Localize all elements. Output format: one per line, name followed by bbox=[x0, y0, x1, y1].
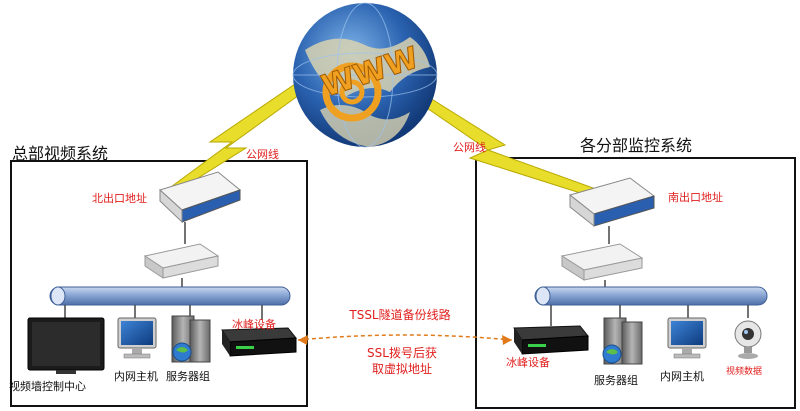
branch-title: 各分部监控系统 bbox=[580, 136, 693, 155]
branch-bingfeng-device-icon bbox=[513, 325, 589, 355]
video-data-label: 视频数据 bbox=[726, 367, 763, 377]
tssl-tunnel-link bbox=[297, 334, 513, 345]
www-globe-icon bbox=[292, 2, 438, 148]
hq-link-label: 公网线 bbox=[246, 148, 279, 161]
branch-server-group-icon bbox=[602, 317, 643, 365]
hq-intranet-host-label: 内网主机 bbox=[114, 370, 158, 383]
branch-link-label: 公网线 bbox=[453, 141, 486, 154]
branch-router-label: 南出口地址 bbox=[668, 191, 723, 204]
branch-network-bus bbox=[534, 286, 768, 306]
branch-intranet-host-icon bbox=[667, 317, 707, 359]
hq-bingfeng-label: 冰峰设备 bbox=[232, 318, 276, 331]
left-lightning-icon bbox=[159, 81, 307, 199]
hq-router-icon bbox=[159, 171, 242, 224]
www-text-graphic: WWW bbox=[317, 40, 423, 100]
hq-server-group-label: 服务器组 bbox=[166, 370, 210, 383]
branch-switch-icon bbox=[560, 243, 644, 281]
video-wall-label: 视频墙控制中心 bbox=[9, 380, 86, 393]
tunnel-label-line1: TSSL隧道备份线路 bbox=[349, 308, 451, 322]
tunnel-label-line2: SSL拨号后获 bbox=[367, 346, 437, 360]
video-wall-icon bbox=[27, 317, 105, 374]
video-camera-icon bbox=[734, 320, 762, 359]
hq-switch-icon bbox=[143, 243, 220, 279]
hq-title: 总部视频系统 bbox=[12, 144, 109, 163]
hq-server-group-icon bbox=[171, 315, 211, 363]
hq-intranet-host-icon bbox=[117, 317, 157, 359]
hq-bingfeng-device-icon bbox=[221, 327, 297, 357]
branch-bingfeng-label: 冰峰设备 bbox=[506, 356, 550, 369]
tunnel-label-line3: 取虚拟地址 bbox=[371, 362, 433, 376]
branch-intranet-host-label: 内网主机 bbox=[660, 370, 704, 383]
hq-router-label: 北出口地址 bbox=[92, 192, 147, 205]
branch-router-icon bbox=[568, 177, 656, 228]
branch-server-group-label: 服务器组 bbox=[594, 374, 638, 387]
www-text: WWW bbox=[318, 40, 423, 100]
hq-network-bus bbox=[49, 286, 291, 306]
